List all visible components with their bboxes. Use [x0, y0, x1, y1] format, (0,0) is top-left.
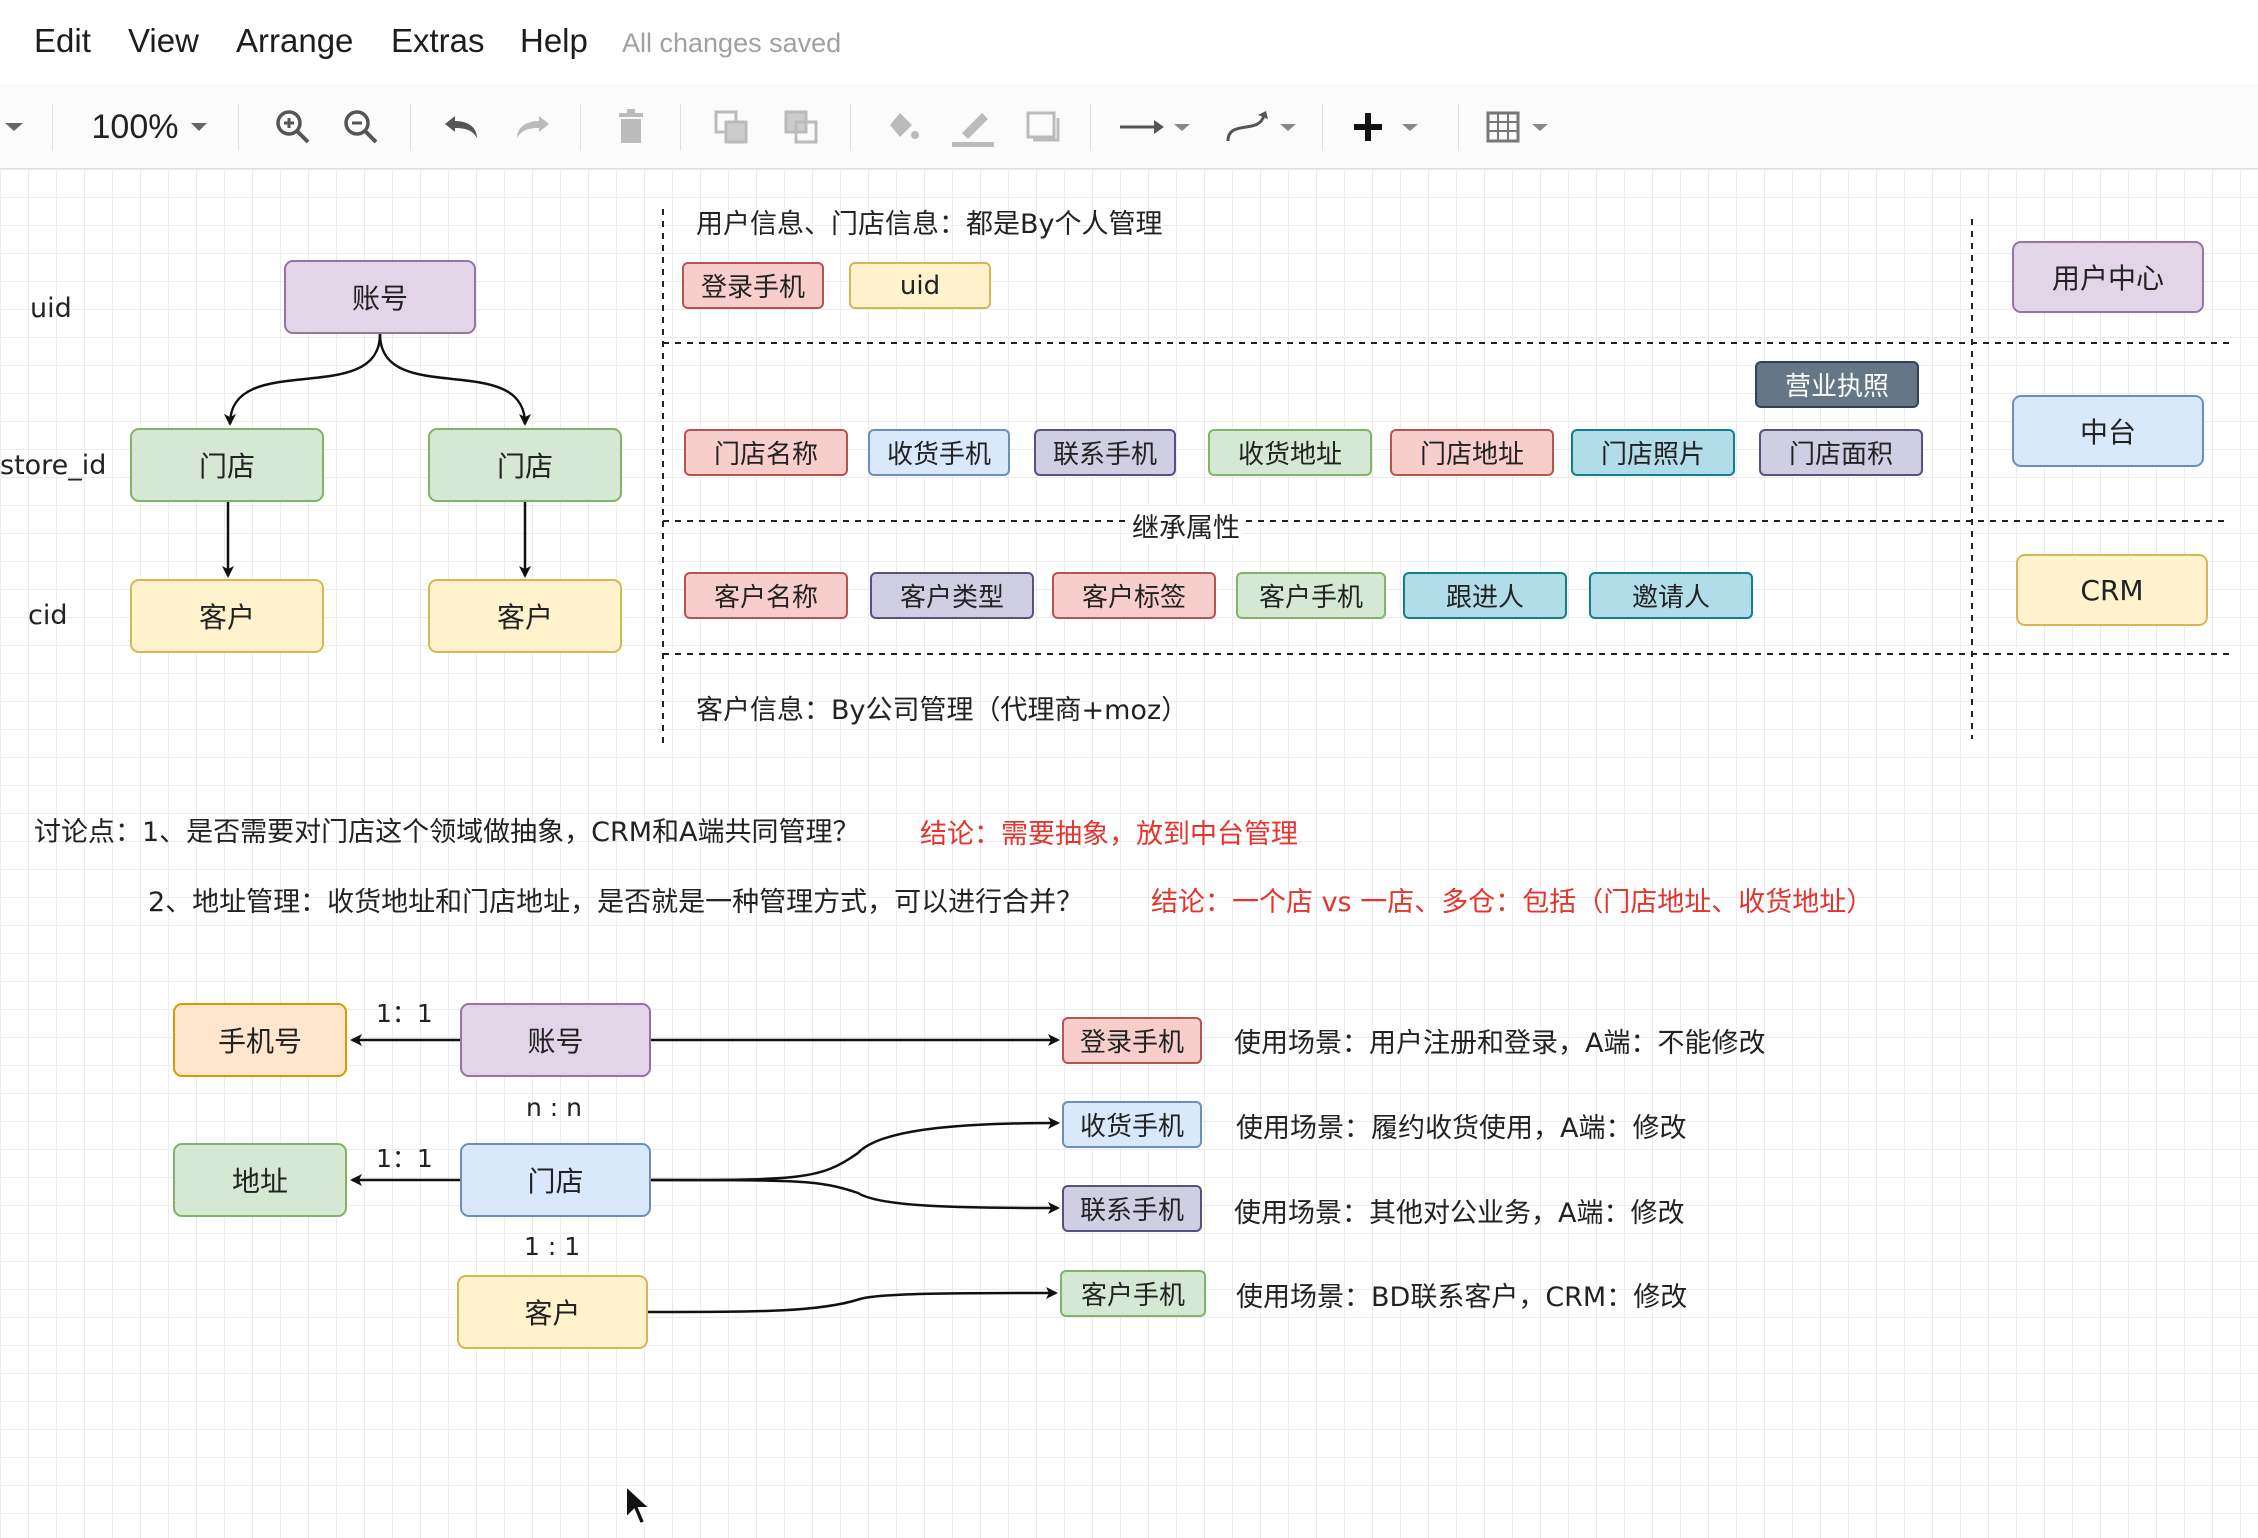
tag-uid[interactable]: uid: [849, 262, 991, 309]
edge-customer-customer-phone: [647, 1287, 1058, 1314]
desc-customer-phone: 使用场景：BD联系客户，CRM：修改: [1236, 1282, 1688, 1313]
tag-customer-name[interactable]: 客户名称: [684, 572, 848, 619]
tag-inviter[interactable]: 邀请人: [1589, 572, 1753, 619]
customer-info-title: 客户信息：By公司管理（代理商+moz）: [696, 695, 1189, 726]
undo-icon[interactable]: [436, 102, 486, 152]
node-account[interactable]: 账号: [284, 260, 476, 334]
desc-contact-phone: 使用场景：其他对公业务，A端：修改: [1234, 1198, 1685, 1229]
edge-account-store-right: [378, 333, 531, 426]
tag-receive-phone[interactable]: 收货手机: [868, 429, 1010, 476]
node-middle-platform[interactable]: 中台: [2012, 395, 2204, 467]
rel-store-customer: 1 : 1: [524, 1232, 581, 1261]
toolbar: 100%: [0, 84, 2258, 169]
desc-receive-phone: 使用场景：履约收货使用，A端：修改: [1236, 1113, 1687, 1144]
diagram-canvas[interactable]: uid store_id cid 账号 门店 门店 客户 客户 用户信息、门店信…: [0, 169, 2258, 1538]
zoom-in-icon[interactable]: [268, 102, 318, 152]
menu-edit[interactable]: Edit: [34, 22, 91, 59]
discussion-point-2: 2、地址管理：收货地址和门店地址，是否就是一种管理方式，可以进行合并？: [148, 887, 1084, 918]
label-cid: cid: [28, 600, 68, 631]
node-store-left[interactable]: 门店: [130, 428, 324, 502]
conclusion-1: 结论：需要抽象，放到中台管理: [920, 819, 1298, 850]
tag-store-photo[interactable]: 门店照片: [1571, 429, 1735, 476]
rel-account-store: n : n: [526, 1093, 583, 1122]
tag-receive-address[interactable]: 收货地址: [1208, 429, 1372, 476]
tag-customer-phone[interactable]: 客户手机: [1236, 572, 1386, 619]
menu-help[interactable]: Help: [520, 22, 588, 59]
target-receive-phone[interactable]: 收货手机: [1062, 1101, 1202, 1148]
target-login-phone[interactable]: 登录手机: [1062, 1017, 1202, 1064]
shadow-icon[interactable]: [1018, 102, 1068, 152]
tag-customer-tag[interactable]: 客户标签: [1052, 572, 1216, 619]
rel-store-address: 1：1: [376, 1144, 433, 1173]
target-customer-phone[interactable]: 客户手机: [1060, 1270, 1206, 1317]
tag-login-phone[interactable]: 登录手机: [682, 262, 824, 309]
fill-color-icon[interactable]: [876, 102, 926, 152]
delete-icon[interactable]: [606, 102, 656, 152]
zoom-level: 100%: [91, 107, 179, 146]
inherit-label: 继承属性: [1130, 506, 1242, 545]
edge-store-receive-phone: [650, 1117, 1060, 1182]
redo-icon[interactable]: [508, 102, 558, 152]
tag-store-address[interactable]: 门店地址: [1390, 429, 1554, 476]
label-uid: uid: [30, 293, 72, 324]
node-bottom-customer[interactable]: 客户: [457, 1275, 648, 1349]
tag-store-name[interactable]: 门店名称: [684, 429, 848, 476]
tag-customer-type[interactable]: 客户类型: [870, 572, 1034, 619]
tag-contact-phone[interactable]: 联系手机: [1034, 429, 1176, 476]
table-icon[interactable]: [1484, 102, 1564, 152]
label-store-id: store_id: [0, 450, 107, 481]
cursor-icon: [625, 1484, 652, 1526]
dropdown-icon[interactable]: [0, 102, 28, 152]
insert-icon[interactable]: [1350, 102, 1430, 152]
user-info-title: 用户信息、门店信息：都是By个人管理: [696, 209, 1163, 240]
to-back-icon[interactable]: [776, 102, 826, 152]
node-store-right[interactable]: 门店: [428, 428, 622, 502]
edge-account-store-left: [224, 333, 382, 426]
node-crm[interactable]: CRM: [2016, 554, 2208, 626]
connectors: [222, 209, 2230, 1314]
tag-business-license[interactable]: 营业执照: [1755, 361, 1919, 408]
node-address[interactable]: 地址: [173, 1143, 347, 1217]
menu-extras[interactable]: Extras: [391, 22, 485, 59]
line-color-icon[interactable]: [946, 102, 1000, 152]
node-bottom-account[interactable]: 账号: [460, 1003, 651, 1077]
node-bottom-store[interactable]: 门店: [460, 1143, 651, 1217]
menu-bar: Edit View Arrange Extras Help All change…: [0, 0, 2258, 85]
to-front-icon[interactable]: [706, 102, 756, 152]
node-customer-right[interactable]: 客户: [428, 579, 622, 653]
desc-login-phone: 使用场景：用户注册和登录，A端：不能修改: [1234, 1028, 1766, 1059]
node-user-center[interactable]: 用户中心: [2012, 241, 2204, 313]
target-contact-phone[interactable]: 联系手机: [1062, 1185, 1202, 1232]
menu-view[interactable]: View: [128, 22, 199, 59]
node-phone-number[interactable]: 手机号: [173, 1003, 347, 1077]
zoom-out-icon[interactable]: [336, 102, 386, 152]
chevron-down-icon: [191, 123, 208, 131]
rel-account-phone: 1：1: [376, 999, 433, 1028]
discussion-point-1: 讨论点：1、是否需要对门店这个领域做抽象，CRM和A端共同管理？: [34, 817, 860, 848]
tag-follower[interactable]: 跟进人: [1403, 572, 1567, 619]
menu-arrange[interactable]: Arrange: [236, 22, 354, 59]
node-customer-left[interactable]: 客户: [130, 579, 324, 653]
save-status: All changes saved: [622, 28, 842, 58]
conclusion-2: 结论：一个店 vs 一店、多仓：包括（门店地址、收货地址）: [1151, 887, 1874, 918]
edge-store-contact-phone: [650, 1178, 1060, 1214]
connection-icon[interactable]: [1116, 102, 1196, 152]
zoom-select[interactable]: 100%: [86, 102, 216, 152]
tag-store-area[interactable]: 门店面积: [1759, 429, 1923, 476]
waypoints-icon[interactable]: [1222, 102, 1302, 152]
